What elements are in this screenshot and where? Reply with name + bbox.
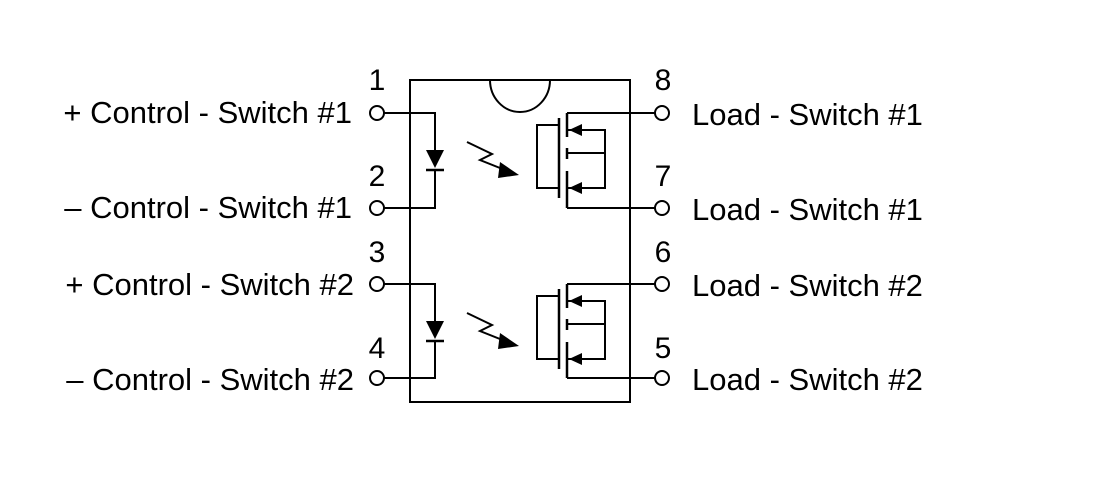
left-label-2: – Control - Switch #1 bbox=[64, 190, 352, 225]
right-label-5: Load - Switch #2 bbox=[692, 362, 923, 397]
lead-pin-2 bbox=[384, 171, 436, 209]
light-arrow-icon-2 bbox=[466, 312, 506, 342]
terminal-pin-8 bbox=[654, 105, 670, 121]
terminal-pin-3 bbox=[369, 276, 385, 292]
right-label-7: Load - Switch #1 bbox=[692, 192, 923, 227]
mosfet-icon-2 bbox=[536, 283, 655, 379]
light-arrowhead-1 bbox=[498, 162, 519, 178]
pin-number-2: 2 bbox=[369, 160, 386, 193]
left-label-1: + Control - Switch #1 bbox=[63, 95, 352, 130]
lead-pin-1 bbox=[384, 112, 436, 150]
terminal-pin-2 bbox=[369, 200, 385, 216]
pin-number-1: 1 bbox=[369, 64, 386, 97]
pin-number-5: 5 bbox=[655, 332, 672, 365]
terminal-pin-7 bbox=[654, 200, 670, 216]
led-icon-1 bbox=[426, 150, 444, 168]
pin-number-4: 4 bbox=[369, 332, 386, 365]
terminal-pin-1 bbox=[369, 105, 385, 121]
package-notch bbox=[489, 79, 551, 113]
package-body bbox=[409, 79, 631, 403]
terminal-pin-4 bbox=[369, 370, 385, 386]
terminal-pin-5 bbox=[654, 370, 670, 386]
mosfet-icon-1 bbox=[536, 112, 655, 209]
pin-number-8: 8 bbox=[655, 64, 672, 97]
pin-number-7: 7 bbox=[655, 160, 672, 193]
pin-number-6: 6 bbox=[655, 236, 672, 269]
right-label-8: Load - Switch #1 bbox=[692, 97, 923, 132]
lead-pin-4 bbox=[384, 342, 436, 379]
terminal-pin-6 bbox=[654, 276, 670, 292]
left-label-4: – Control - Switch #2 bbox=[66, 362, 354, 397]
led-icon-2 bbox=[426, 321, 444, 339]
pin-number-3: 3 bbox=[369, 236, 386, 269]
right-label-6: Load - Switch #2 bbox=[692, 268, 923, 303]
light-arrowhead-2 bbox=[498, 333, 519, 349]
light-arrow-icon-1 bbox=[466, 141, 506, 171]
lead-pin-3 bbox=[384, 283, 436, 321]
left-label-3: + Control - Switch #2 bbox=[65, 267, 354, 302]
